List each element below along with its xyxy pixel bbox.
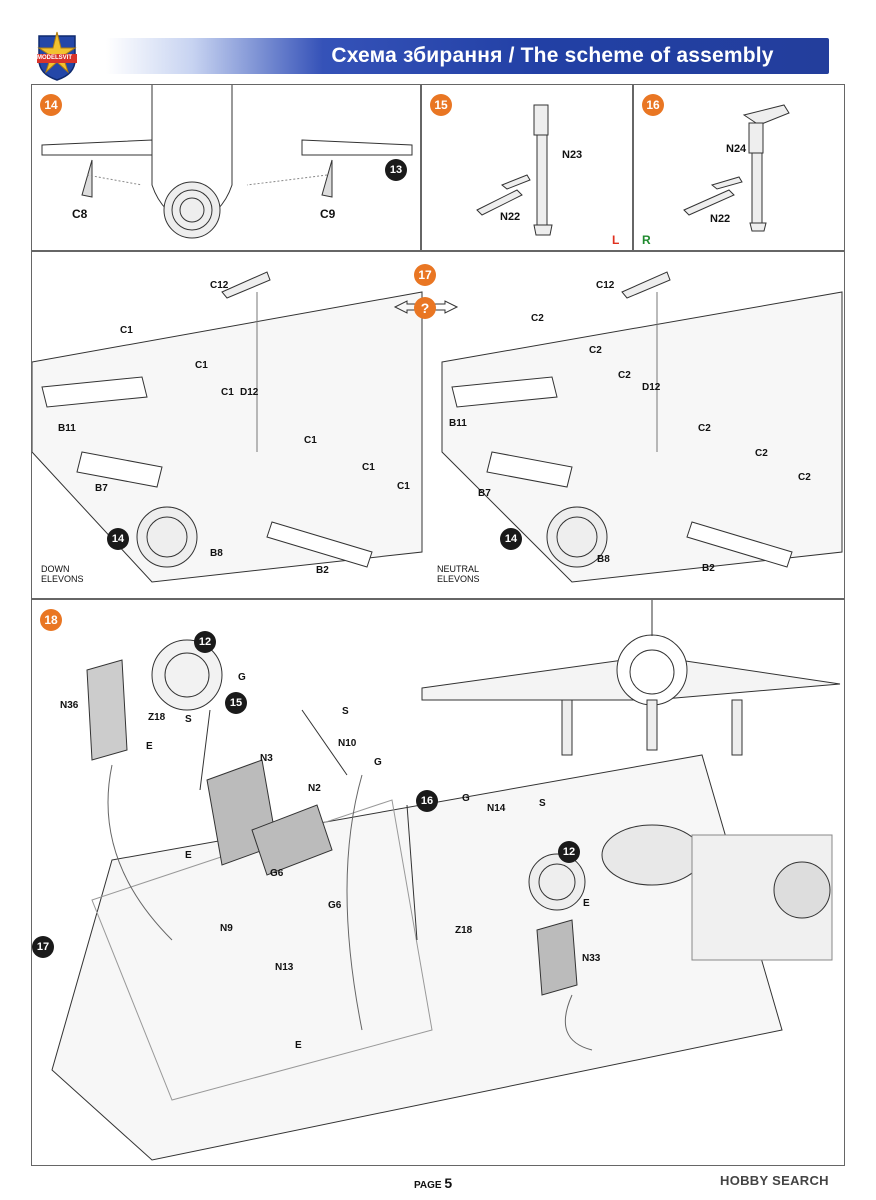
side-left-indicator: L	[612, 233, 620, 247]
part-label-c2-d: C2	[698, 423, 711, 434]
step-15-number: 15	[430, 94, 452, 116]
step-18-ref-12-a: 12	[194, 631, 216, 653]
hobby-search-watermark: HOBBY SEARCH	[720, 1173, 829, 1188]
step-18-ref-12-b: 12	[558, 841, 580, 863]
part-label-c1-a: C1	[120, 325, 133, 336]
part-label-g6-b: G6	[328, 900, 342, 911]
part-label-c2-c: C2	[618, 370, 631, 381]
part-label-n23: N23	[562, 149, 583, 161]
part-label-n22-r: N22	[710, 213, 731, 225]
part-label-z18-b: Z18	[455, 925, 473, 936]
part-label-n14: N14	[487, 803, 506, 814]
part-label-b11-left: B11	[58, 423, 76, 434]
caption-neutral-elevons: NEUTRAL ELEVONS	[437, 564, 480, 584]
part-label-d12-left: D12	[240, 387, 259, 398]
part-label-g6-a: G6	[270, 868, 284, 879]
glue-label-e-3: E	[583, 898, 590, 909]
glue-label-e-4: E	[295, 1040, 302, 1051]
part-label-c8: C8	[72, 207, 88, 221]
part-label-n36: N36	[60, 700, 79, 711]
step-18-ref-16: 16	[416, 790, 438, 812]
part-label-b7-right: B7	[478, 488, 491, 499]
step-16-panel: 16 N24 N22 R	[633, 84, 845, 251]
glue-label-s-1: S	[185, 714, 192, 725]
glue-label-g-2: G	[374, 757, 382, 768]
step-15-drawing	[476, 104, 553, 236]
part-label-c2-e: C2	[755, 448, 768, 459]
part-label-c1-e: C1	[362, 462, 375, 473]
glue-label-s-2: S	[342, 706, 349, 717]
step-18-ref-17: 17	[32, 936, 54, 958]
step-14-number: 14	[40, 94, 62, 116]
part-label-n24: N24	[726, 143, 747, 155]
step-18-drawing	[51, 600, 841, 1161]
step-17-number: 17	[414, 264, 436, 286]
step-17-panel: 17 ? C12 C1 C1 C1 D12 C1 C1 C1 B11 B7 B8…	[31, 251, 845, 599]
step-17-drawing	[32, 271, 843, 583]
step-18-ref-15: 15	[225, 692, 247, 714]
page-label: PAGE	[414, 1180, 442, 1191]
glue-label-g-3: G	[462, 793, 470, 804]
part-label-b8-right: B8	[597, 554, 610, 565]
step-15-panel: 15 N23 N22 L	[421, 84, 633, 251]
part-label-c9: C9	[320, 207, 336, 221]
part-label-b2-right: B2	[702, 563, 715, 574]
header-bar: Схема збирання / The scheme of assembly	[106, 38, 829, 74]
part-label-c2-f: C2	[798, 472, 811, 483]
step-16-drawing	[683, 104, 790, 232]
glue-label-e-2: E	[185, 850, 192, 861]
part-label-c1-d: C1	[304, 435, 317, 446]
logo-text: MODELSVIT	[37, 55, 73, 61]
part-label-n22: N22	[500, 211, 521, 223]
glue-label-g-1: G	[238, 672, 246, 683]
caption-down-elevons: DOWN ELEVONS	[41, 564, 84, 584]
part-label-c12-right: C12	[596, 280, 615, 291]
part-label-c1-c: C1	[221, 387, 234, 398]
side-right-indicator: R	[642, 233, 651, 247]
part-label-b11-right: B11	[449, 418, 467, 429]
part-label-c12-left: C12	[210, 280, 229, 291]
part-label-n10: N10	[338, 738, 357, 749]
part-label-d12-right: D12	[642, 382, 661, 393]
page-number: PAGE 5	[414, 1175, 452, 1191]
part-label-b2-left: B2	[316, 565, 329, 576]
part-label-n13: N13	[275, 962, 294, 973]
step-18-number: 18	[40, 609, 62, 631]
part-label-n33: N33	[582, 953, 601, 964]
step-14-drawing	[41, 85, 413, 239]
part-label-n2: N2	[308, 783, 321, 794]
glue-label-e-1: E	[146, 741, 153, 752]
step-14-panel: 14 C8 C9 13	[31, 84, 421, 251]
modelsvit-logo	[37, 31, 77, 81]
step-17-ref-14-left: 14	[107, 528, 129, 550]
part-label-b8-left: B8	[210, 548, 223, 559]
page-number-value: 5	[444, 1175, 453, 1191]
part-label-c1-b: C1	[195, 360, 208, 371]
step-18-panel: 18 N36 Z18 N3 N10 N2 N14 G6 G6 N9 N13 Z1…	[31, 599, 845, 1166]
step-14-ref-13: 13	[385, 159, 407, 181]
part-label-c1-f: C1	[397, 481, 410, 492]
glue-label-s-3: S	[539, 798, 546, 809]
part-label-b7-left: B7	[95, 483, 108, 494]
question-icon: ?	[414, 297, 436, 319]
step-16-number: 16	[642, 94, 664, 116]
part-label-n3: N3	[260, 753, 273, 764]
page-title: Схема збирання / The scheme of assembly	[331, 44, 774, 67]
part-label-c2-a: C2	[531, 313, 544, 324]
part-label-n9: N9	[220, 923, 233, 934]
part-label-z18-a: Z18	[148, 712, 166, 723]
step-17-ref-14-right: 14	[500, 528, 522, 550]
part-label-c2-b: C2	[589, 345, 602, 356]
